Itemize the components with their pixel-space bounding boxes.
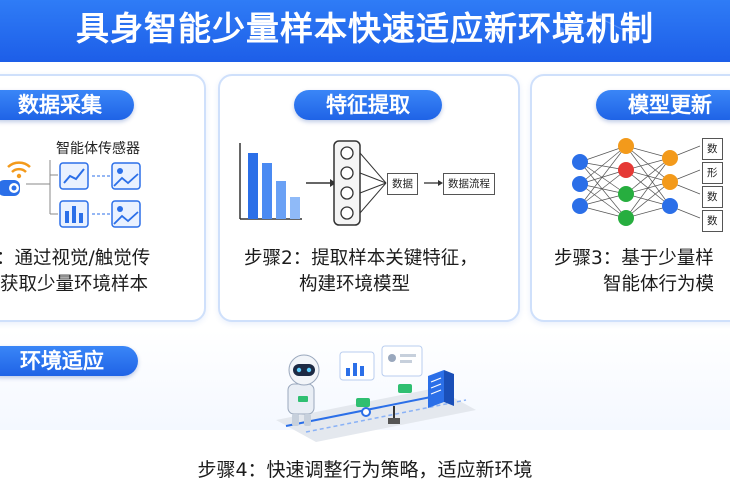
pill-data-collection: 数据采集 bbox=[0, 90, 134, 120]
output-box-1: 数 bbox=[702, 138, 723, 160]
chart-panel-icon bbox=[339, 351, 375, 381]
title-banner bbox=[0, 0, 730, 62]
feature-extraction-diagram bbox=[239, 140, 443, 226]
box-data: 数据 bbox=[387, 173, 418, 195]
tag-icon bbox=[398, 384, 412, 393]
card3-caption-line1: 步骤3：基于少量样 bbox=[554, 248, 714, 269]
card3-caption-line2: 智能体行为模 bbox=[603, 274, 715, 295]
card1-caption-line1: ：通过视觉/触觉传 bbox=[0, 248, 151, 269]
robot-arm-icon bbox=[0, 180, 20, 196]
card2-caption-line1: 步骤2：提取样本关键特征， bbox=[244, 248, 478, 269]
robot-icon bbox=[287, 354, 320, 426]
server-icon bbox=[428, 370, 454, 408]
robot-scene-illustration bbox=[276, 345, 476, 442]
profile-panel-icon bbox=[381, 345, 423, 377]
section4-caption: 步骤4：快速调整行为策略，适应新环境 bbox=[197, 459, 533, 481]
card1-caption-line2: 获取少量环境样本 bbox=[0, 274, 149, 295]
tag-icon bbox=[356, 398, 370, 407]
sensor-diagram bbox=[0, 160, 141, 228]
banner-decoration bbox=[556, 15, 639, 40]
pill-environment-adaptation: 环境适应 bbox=[0, 346, 138, 376]
bar-chart-icon bbox=[239, 143, 302, 220]
sensor-title: 智能体传感器 bbox=[56, 141, 140, 157]
line-chart-icon bbox=[59, 162, 89, 190]
pill-feature-extraction: 特征提取 bbox=[294, 90, 442, 120]
output-box-4: 数 bbox=[702, 210, 723, 232]
pill-model-update: 模型更新 bbox=[596, 90, 730, 120]
wifi-icon bbox=[7, 161, 31, 179]
image-icon bbox=[111, 200, 141, 228]
neural-network-diagram bbox=[572, 138, 701, 226]
card2-caption-line2: 构建环境模型 bbox=[299, 274, 411, 295]
image-icon bbox=[111, 162, 141, 190]
box-data-flow: 数据流程 bbox=[443, 173, 495, 195]
output-box-2: 形 bbox=[702, 162, 723, 184]
neural-layer-icon bbox=[333, 140, 361, 226]
output-box-3: 数 bbox=[702, 186, 723, 208]
bar-chart-icon bbox=[59, 200, 89, 228]
page-title: 具身智能少量样本快速适应新环境机制 bbox=[76, 9, 654, 48]
network-edges bbox=[579, 145, 701, 219]
